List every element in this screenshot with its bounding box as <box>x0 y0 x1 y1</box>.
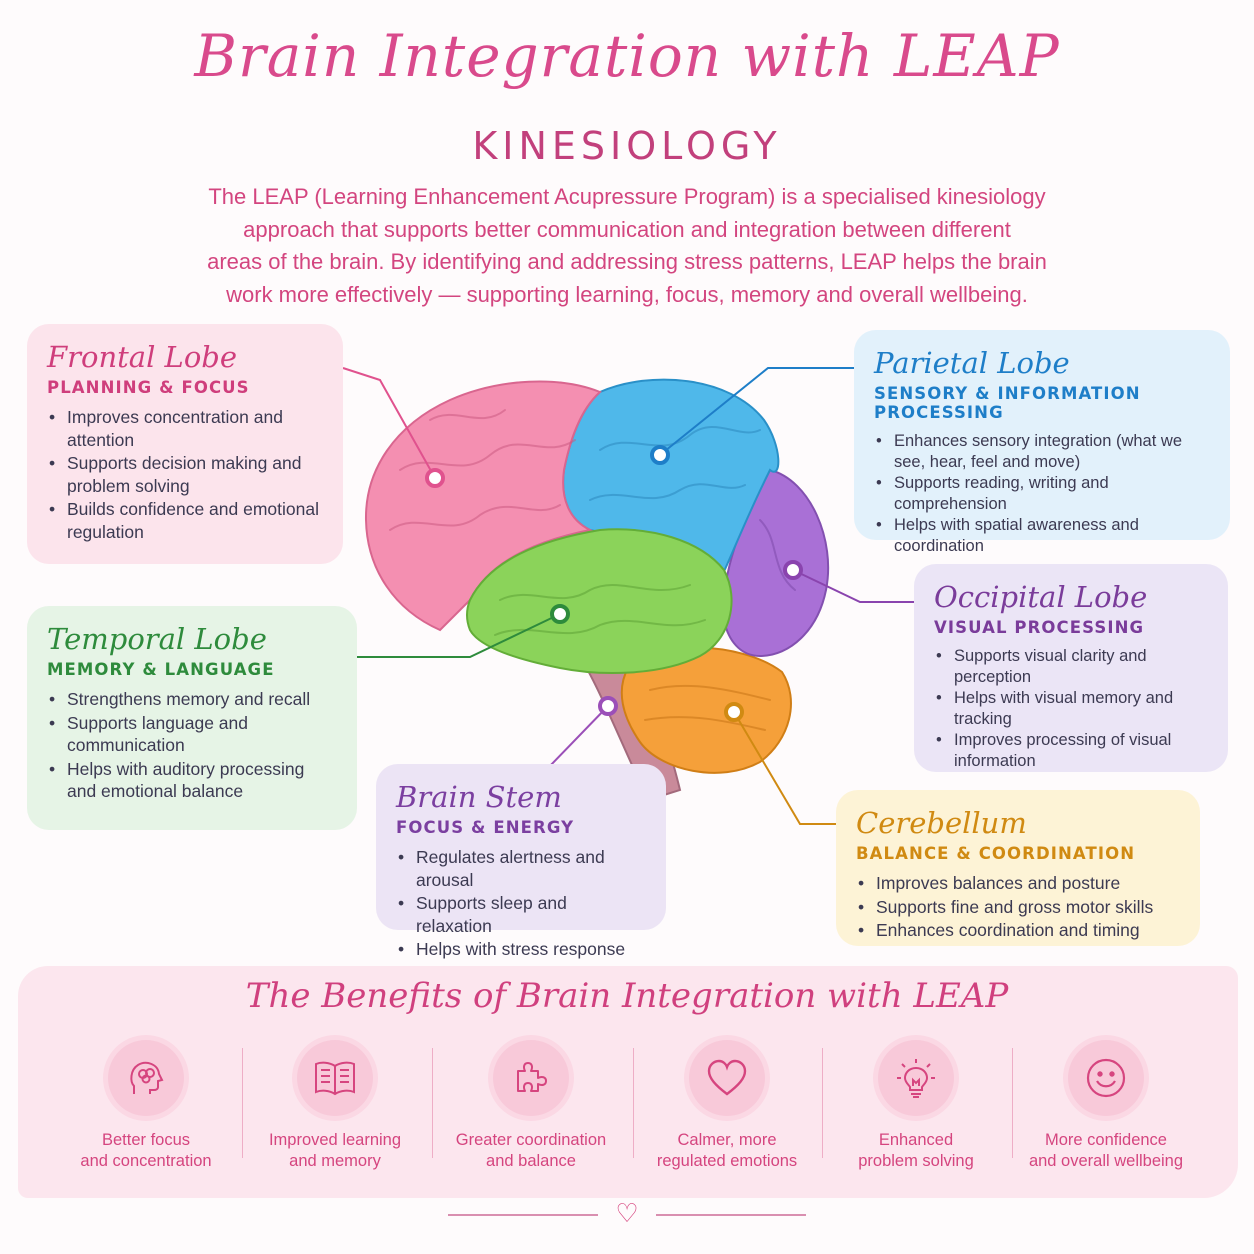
intro-text: The LEAP (Learning Enhancement Acupressu… <box>150 181 1104 311</box>
benefit-emotions: Calmer, more regulated emotions <box>633 1040 821 1171</box>
list-item: Supports sleep and relaxation <box>396 892 646 937</box>
benefit-problem-solving: Enhanced problem solving <box>822 1040 1010 1171</box>
occipital-lobe-shape <box>722 468 830 658</box>
frontal-connector <box>342 367 436 479</box>
intro-line: The LEAP (Learning Enhancement Acupressu… <box>208 184 1046 209</box>
list-item: Builds confidence and emotional regulati… <box>47 498 323 543</box>
cerebellum-title: Cerebellum <box>856 806 1027 840</box>
list-item: Supports decision making and problem sol… <box>47 452 323 497</box>
frontal-lobe-card: Frontal Lobe PLANNING & FOCUS Improves c… <box>27 324 343 564</box>
benefit-label: Better focus <box>101 1131 191 1149</box>
footer-heart-icon: ♡ <box>615 1198 639 1228</box>
list-item: Supports reading, writing and comprehens… <box>874 473 1210 514</box>
puzzle-piece-icon <box>493 1040 569 1116</box>
list-item: Supports language and communication <box>47 712 337 757</box>
cerebellum-connector <box>733 711 836 825</box>
benefit-label: More confidence <box>1045 1131 1167 1149</box>
occipital-lobe-card: Occipital Lobe VISUAL PROCESSING Support… <box>914 564 1228 772</box>
list-item: Strengthens memory and recall <box>47 688 337 711</box>
benefit-label: Improved learning <box>268 1131 402 1149</box>
benefit-label: and balance <box>486 1151 576 1170</box>
list-item: Helps with spatial awareness and coordin… <box>874 515 1210 556</box>
benefit-label: problem solving <box>858 1151 974 1170</box>
parietal-lobe-tagline: SENSORY & INFORMATION PROCESSING <box>874 384 1141 422</box>
benefit-divider <box>633 1048 634 1158</box>
benefit-divider <box>432 1048 433 1158</box>
stem-connector <box>547 705 609 769</box>
brain-stem-title: Brain Stem <box>396 780 562 814</box>
benefit-label: Calmer, more <box>677 1131 777 1149</box>
intro-line: work more effectively — supporting learn… <box>226 281 1028 307</box>
benefit-label: and overall wellbeing <box>1028 1151 1184 1170</box>
list-item: Enhances coordination and timing <box>856 919 1180 942</box>
benefit-label: Greater coordination <box>455 1131 607 1149</box>
intro-line: areas of the brain. By identifying and a… <box>207 249 1047 274</box>
smiley-face-icon <box>1068 1040 1144 1116</box>
temporal-lobe-shape <box>466 528 733 674</box>
list-item: Improves processing of visual informatio… <box>934 730 1208 771</box>
benefit-divider <box>242 1048 243 1158</box>
benefit-label: Enhanced <box>878 1131 954 1149</box>
list-item: Enhances sensory integration (what we se… <box>874 431 1210 472</box>
list-item: Helps with stress response <box>396 938 646 961</box>
occipital-lobe-title: Occipital Lobe <box>934 580 1148 614</box>
list-item: Regulates alertness and arousal <box>396 846 646 891</box>
list-item: Supports fine and gross motor skills <box>856 896 1180 919</box>
benefit-divider <box>822 1048 823 1158</box>
benefit-confidence: More confidence and overall wellbeing <box>1012 1040 1200 1171</box>
brain-stem-card: Brain Stem FOCUS & ENERGY Regulates aler… <box>376 764 666 960</box>
temporal-lobe-card: Temporal Lobe MEMORY & LANGUAGE Strength… <box>27 606 357 830</box>
benefit-divider <box>1012 1048 1013 1158</box>
lightbulb-icon <box>878 1040 954 1116</box>
open-book-icon <box>297 1040 373 1116</box>
frontal-lobe-shape <box>364 380 602 632</box>
list-item: Helps with auditory processing and emoti… <box>47 758 337 803</box>
brain-stem-tagline: FOCUS & ENERGY <box>396 818 575 837</box>
temporal-lobe-title: Temporal Lobe <box>47 622 267 656</box>
cerebellum-tagline: BALANCE & COORDINATION <box>856 844 1136 863</box>
footer-divider <box>656 1214 806 1216</box>
benefit-label: regulated emotions <box>656 1151 798 1170</box>
head-brain-icon <box>108 1040 184 1116</box>
occipital-connector <box>792 569 914 603</box>
parietal-connector <box>659 367 854 456</box>
heart-icon <box>689 1040 765 1116</box>
benefit-focus: Better focus and concentration <box>52 1040 240 1171</box>
list-item: Supports visual clarity and perception <box>934 646 1208 687</box>
temporal-connector <box>357 613 561 658</box>
frontal-lobe-title: Frontal Lobe <box>47 340 238 374</box>
cerebellum-card: Cerebellum BALANCE & COORDINATION Improv… <box>836 790 1200 946</box>
page-title: Brain Integration with LEAP <box>194 22 1060 90</box>
benefit-label: and concentration <box>80 1151 212 1170</box>
benefit-learning: Improved learning and memory <box>241 1040 429 1171</box>
temporal-lobe-tagline: MEMORY & LANGUAGE <box>47 660 275 679</box>
benefit-coordination: Greater coordination and balance <box>437 1040 625 1171</box>
benefits-banner <box>18 966 1238 1198</box>
frontal-lobe-tagline: PLANNING & FOCUS <box>47 378 250 397</box>
list-item: Improves balances and posture <box>856 872 1180 895</box>
parietal-lobe-title: Parietal Lobe <box>874 346 1070 380</box>
page-subtitle: KINESIOLOGY <box>472 124 782 168</box>
list-item: Helps with visual memory and tracking <box>934 688 1208 729</box>
benefits-title: The Benefits of Brain Integration with L… <box>245 976 1009 1016</box>
list-item: Improves concentration and attention <box>47 406 323 451</box>
parietal-lobe-card: Parietal Lobe SENSORY & INFORMATION PROC… <box>854 330 1230 555</box>
benefit-label: and memory <box>289 1151 381 1170</box>
intro-line: approach that supports better communicat… <box>243 216 1011 242</box>
cerebellum-shape <box>620 646 792 774</box>
occipital-lobe-tagline: VISUAL PROCESSING <box>934 618 1145 637</box>
footer-divider <box>448 1214 598 1216</box>
